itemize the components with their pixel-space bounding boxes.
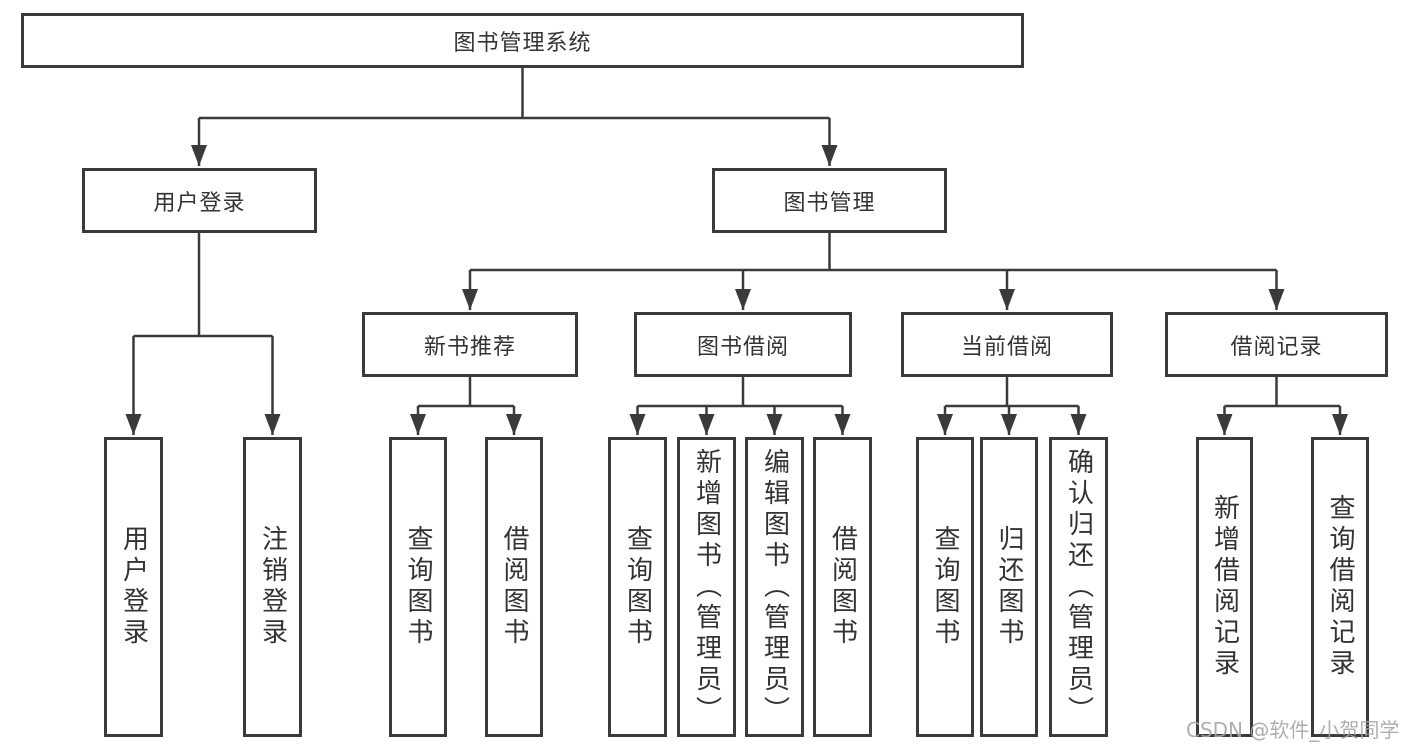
node-borrow-record: 借阅记录	[1165, 312, 1388, 377]
leaf-label: 借阅图书	[827, 525, 858, 649]
leaf-label: 注销登录	[257, 525, 288, 649]
leaf-label: 新增借阅记录	[1209, 494, 1240, 680]
node-label: 借阅记录	[1230, 334, 1323, 360]
leaf-label: 用户登录	[118, 525, 149, 649]
leaf-user-login: 用户登录	[104, 437, 163, 737]
leaf-query-borrow-record: 查询借阅记录	[1311, 437, 1369, 737]
leaf-label: 确认归还（管理员）	[1063, 447, 1094, 727]
leaf-label: 查询图书	[403, 525, 433, 649]
leaf-label: 查询借阅记录	[1325, 494, 1355, 680]
wire-book-management-split	[470, 233, 1277, 272]
leaf-label: 查询图书	[930, 525, 960, 649]
wire-borrow-record-split	[1224, 377, 1340, 408]
leaf-edit-books-admin: 编辑图书（管理员）	[745, 437, 804, 737]
leaf-query-books-borrow: 查询图书	[608, 437, 667, 737]
leaf-confirm-return-admin: 确认归还（管理员）	[1049, 437, 1108, 737]
leaf-label: 归还图书	[994, 525, 1024, 649]
watermark: CSDN @软件_小贺同学	[1186, 718, 1400, 742]
leaf-label: 新增图书（管理员）	[691, 447, 722, 727]
node-label: 图书管理系统	[453, 30, 592, 56]
node-label: 当前借阅	[960, 334, 1053, 360]
leaf-borrow-books-recommend: 借阅图书	[485, 437, 543, 737]
leaf-query-books-recommend: 查询图书	[389, 437, 447, 737]
node-user-login: 用户登录	[82, 168, 317, 233]
node-current-borrow: 当前借阅	[901, 312, 1113, 377]
wire-new-book-split	[418, 377, 514, 408]
node-root: 图书管理系统	[21, 13, 1024, 68]
leaf-add-books-admin: 新增图书（管理员）	[677, 437, 736, 737]
wire-user-login-split	[133, 233, 273, 338]
node-label: 用户登录	[153, 190, 246, 216]
leaf-label: 编辑图书（管理员）	[759, 447, 790, 727]
node-label: 图书管理	[783, 190, 876, 216]
leaf-add-borrow-record: 新增借阅记录	[1196, 437, 1253, 737]
leaf-label: 借阅图书	[499, 525, 529, 649]
node-label: 新书推荐	[423, 334, 516, 360]
leaf-query-books-current: 查询图书	[916, 437, 974, 737]
node-book-borrow: 图书借阅	[634, 312, 852, 377]
wire-current-borrow-split	[945, 377, 1079, 408]
leaf-logout: 注销登录	[243, 437, 302, 737]
node-book-management: 图书管理	[712, 168, 947, 233]
leaf-label: 查询图书	[622, 525, 653, 649]
leaf-return-books: 归还图书	[980, 437, 1038, 737]
node-new-book-recommend: 新书推荐	[362, 312, 578, 377]
wire-root-split	[199, 68, 830, 120]
node-label: 图书借阅	[696, 334, 789, 360]
wire-book-borrow-split	[637, 377, 843, 408]
leaf-borrow-books: 借阅图书	[813, 437, 872, 737]
